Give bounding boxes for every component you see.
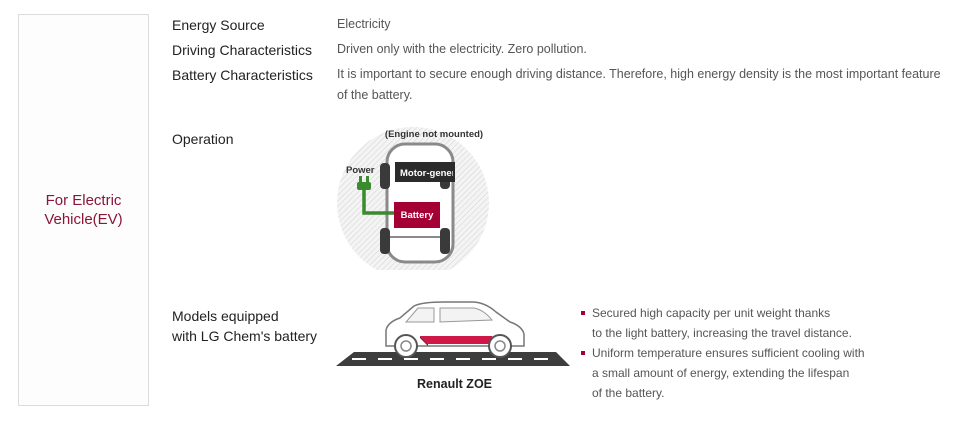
battery-characteristics-line2: of the battery. xyxy=(337,88,413,102)
battery-block xyxy=(394,202,440,228)
operation-label: Operation xyxy=(172,131,234,147)
wheel-rear-left xyxy=(380,228,390,254)
wheel-front-left xyxy=(380,163,390,189)
plug-icon xyxy=(357,176,371,190)
power-label: Power xyxy=(346,165,375,176)
models-label-line1: Models equipped xyxy=(172,308,279,324)
engine-not-mounted-note: (Engine not mounted) xyxy=(385,129,483,140)
battery-pack xyxy=(420,336,500,344)
energy-source-label: Energy Source xyxy=(172,17,265,33)
energy-source-value: Electricity xyxy=(337,17,391,31)
power-cable xyxy=(362,185,394,215)
battery-characteristics-value: It is important to secure enough driving… xyxy=(337,64,941,106)
road-markings xyxy=(352,358,548,360)
road xyxy=(336,352,570,366)
models-label-line2: with LG Chem's battery xyxy=(172,328,318,344)
category-box: For Electric Vehicle(EV) xyxy=(18,14,149,406)
benefit-item-line: Uniform temperature ensures sufficient c… xyxy=(592,346,865,360)
category-title: For Electric Vehicle(EV) xyxy=(44,191,122,229)
benefit-item-line: to the light battery, increasing the tra… xyxy=(592,326,852,340)
category-title-line2: Vehicle(EV) xyxy=(44,211,123,228)
motor-generator-block xyxy=(395,162,455,182)
battery-label: Battery xyxy=(401,210,434,221)
model-benefits-list: Secured high capacity per unit weight th… xyxy=(580,303,910,403)
front-window xyxy=(404,307,435,323)
ev-operation-diagram: (Engine not mounted) Motor-generator Bat… xyxy=(337,127,489,270)
driving-characteristics-value: Driven only with the electricity. Zero p… xyxy=(337,42,587,56)
battery-characteristics-label: Battery Characteristics xyxy=(172,67,313,83)
category-title-line1: For Electric xyxy=(45,192,122,209)
benefit-item-line: Secured high capacity per unit weight th… xyxy=(592,306,831,320)
models-label: Models equipped with LG Chem's battery xyxy=(172,306,317,346)
front-wheel-hub xyxy=(400,340,412,352)
renault-zoe-illustration xyxy=(336,301,570,366)
car-model-caption: Renault ZOE xyxy=(417,377,493,391)
rear-window xyxy=(439,307,494,323)
driving-characteristics-label: Driving Characteristics xyxy=(172,42,313,58)
battery-pack-side xyxy=(420,336,428,346)
rear-wheel xyxy=(488,334,512,358)
front-wheel xyxy=(394,334,418,358)
wheel-rear-right xyxy=(440,228,450,254)
motor-generator-label: Motor-generator xyxy=(400,168,474,179)
benefit-item: Secured high capacity per unit weight th… xyxy=(580,303,910,343)
battery-characteristics-line1: It is important to secure enough driving… xyxy=(337,67,941,81)
rear-wheel-hub xyxy=(494,340,506,352)
benefit-item-line: a small amount of energy, extending the … xyxy=(592,366,850,380)
benefit-item-line: of the battery. xyxy=(592,386,665,400)
benefit-item: Uniform temperature ensures sufficient c… xyxy=(580,343,910,403)
